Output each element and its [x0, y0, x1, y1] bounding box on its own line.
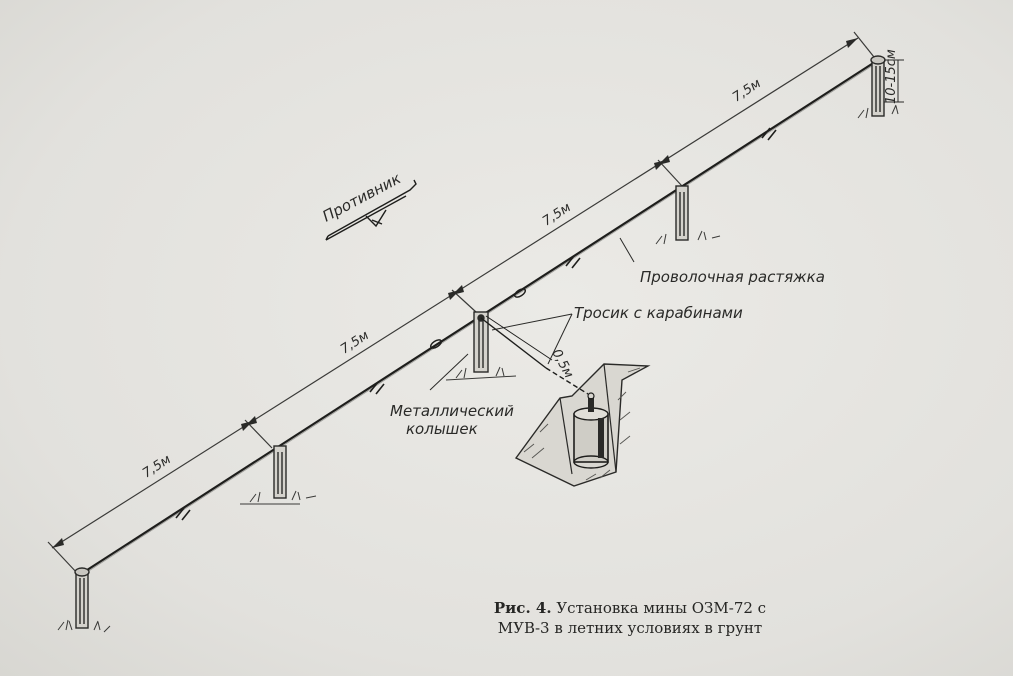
label-segment-2: 7,5м [338, 328, 372, 357]
cable-with-carabiners [480, 315, 589, 395]
caption-figure-number: Рис. 4. [493, 599, 552, 617]
grass [57, 104, 899, 633]
enemy-direction-arrow [325, 179, 417, 241]
label-segment-3: 7,5м [540, 200, 574, 229]
caption-line-2: МУВ-3 в летних условиях в грунт [497, 619, 763, 637]
label-cable: Тросик с карабинами [574, 304, 743, 322]
stake-2 [273, 445, 287, 499]
figure-caption: Рис. 4. Установка мины ОЗМ-72 с МУВ-3 в … [440, 598, 820, 638]
label-metal-stake-2: колышек [406, 420, 478, 438]
dimension-arrows [52, 38, 858, 548]
caption-title: Установка мины ОЗМ-72 с [556, 599, 767, 617]
height-dimension [884, 59, 904, 103]
label-height: 10-15см [884, 49, 899, 104]
label-wire-tripline: Проволочная растяжка [640, 268, 825, 286]
mine-ozm72 [573, 392, 609, 469]
stakes [74, 55, 886, 629]
stake-right-end [870, 55, 886, 117]
stake-4 [675, 185, 689, 241]
label-segment-1: 7,5м [140, 452, 174, 481]
dimension-line [47, 31, 879, 575]
label-cable-length: 0,5м [548, 347, 576, 381]
stake-left-end [74, 567, 90, 629]
caption-line-1: Рис. 4. Установка мины ОЗМ-72 с [440, 598, 820, 618]
label-metal-stake-1: Металлический [390, 402, 514, 420]
leader-lines [429, 237, 635, 391]
